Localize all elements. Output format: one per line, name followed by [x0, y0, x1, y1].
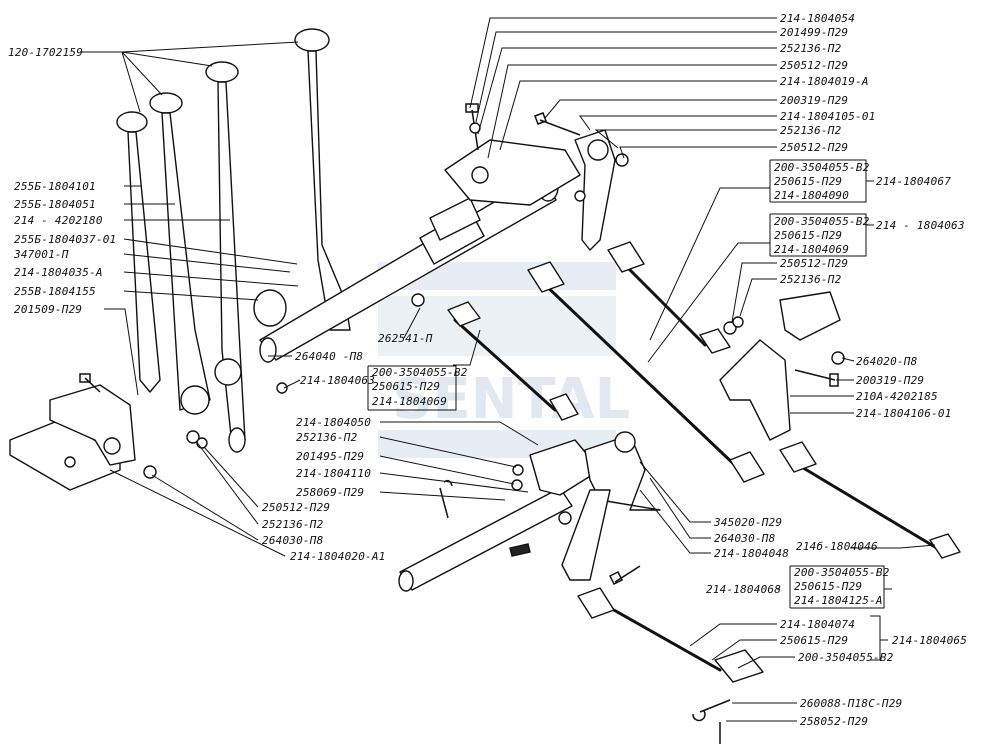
lower-shaft	[399, 487, 573, 591]
label-214-1804054: 214-1804054	[780, 12, 855, 25]
label-200-3504055-v2-g3: 200-3504055-В2	[794, 566, 890, 579]
label-252136-p2-top: 252136-П2	[780, 42, 842, 55]
label-200-3504055-v2-mid: 200-3504055-В2	[372, 366, 468, 379]
label-214-1804048: 214-1804048	[714, 547, 789, 560]
rods	[447, 241, 961, 683]
label-250615-p29-mid: 250615-П29	[372, 380, 440, 393]
lever-3	[205, 61, 246, 453]
label-252136-p2-mid: 252136-П2	[296, 431, 358, 444]
label-214-1804020-a1: 214-1804020-А1	[290, 550, 386, 563]
label-200-3504055-v2-g2: 200-3504055-В2	[774, 215, 870, 228]
lower-bolt	[608, 565, 641, 586]
label-214-1804069-mid: 214-1804069	[372, 395, 447, 408]
shaft-bushing	[429, 197, 481, 241]
label-214-1804125-a: 214-1804125-А	[794, 594, 883, 607]
bracket-hole	[103, 437, 121, 455]
label-214-1804065: 214-1804065	[892, 634, 967, 647]
label-264020-p8: 264020-П8	[856, 355, 918, 368]
label-214-1804050: 214-1804050	[296, 416, 371, 429]
label-252136-p2-top2: 252136-П2	[780, 124, 842, 137]
lower-bellcrank	[561, 489, 611, 581]
label-201495-p29: 201495-П29	[296, 450, 364, 463]
label-201509-p29: 201509-П29	[14, 303, 82, 316]
label-214-1804074: 214-1804074	[780, 618, 855, 631]
watermark: SENTAL	[378, 262, 630, 458]
lever-1	[116, 111, 161, 393]
lever-4	[294, 28, 351, 331]
label-250615-p29-g2: 250615-П29	[774, 229, 842, 242]
label-200-3504055-v2-g4: 200-3504055-В2	[798, 651, 894, 664]
label-255v-1804155: 255В-1804155	[14, 285, 96, 298]
label-200-3504055-v2-g1: 200-3504055-В2	[774, 161, 870, 174]
label-214-1804067: 214-1804067	[876, 175, 951, 188]
label-200319-p29-right: 200319-П29	[856, 374, 924, 387]
label-214-1804068: 214-1804068	[706, 583, 781, 596]
label-120-1702159: 120-1702159	[8, 46, 83, 59]
label-260088-p18s-p29: 260088-П18С-П29	[800, 697, 902, 710]
label-347001-p: 347001-П	[13, 248, 69, 261]
label-214-1804063-right: 214 - 1804063	[876, 219, 965, 232]
hardware	[143, 122, 845, 525]
label-258052-p29: 258052-П29	[800, 715, 868, 728]
label-250512-p29-top2: 250512-П29	[780, 141, 848, 154]
group-brackets	[367, 159, 892, 661]
label-210a-4202185: 210А-4202185	[856, 390, 938, 403]
label-214b-1804046: 214б-1804046	[796, 540, 878, 553]
label-250512-p29-right: 250512-П29	[780, 257, 848, 270]
leader-lines	[80, 17, 936, 722]
label-264040-p8: 264040 -П8	[295, 350, 363, 363]
label-252136-p2-low: 252136-П2	[262, 518, 324, 531]
label-264030-p8-right: 264030-П8	[714, 532, 776, 545]
label-214-1804090: 214-1804090	[774, 189, 849, 202]
label-250615-p29-g3: 250615-П29	[794, 580, 862, 593]
upper-right-bolt	[534, 112, 581, 136]
bracket-bolt	[79, 373, 101, 393]
label-214-4202180: 214 - 4202180	[14, 214, 103, 227]
upper-right-lever-eye	[587, 139, 609, 161]
part-labels: 120-1702159 255Б-1804101 255Б-1804051 21…	[8, 12, 967, 728]
label-262541-p: 262541-П	[378, 332, 433, 345]
label-214-1804069-g2: 214-1804069	[774, 243, 849, 256]
upper-bracket	[444, 139, 581, 206]
label-250512-p29-low: 250512-П29	[262, 501, 330, 514]
label-258069-p29: 258069-П29	[296, 486, 364, 499]
label-214-1804110: 214-1804110	[296, 467, 371, 480]
lever-2	[149, 92, 211, 415]
watermark-text: SENTAL	[392, 367, 630, 432]
key	[509, 543, 531, 557]
split-pin	[439, 479, 453, 519]
upper-right-lever	[574, 129, 616, 251]
lower-lever-eye	[614, 431, 636, 453]
label-214-1804019-a: 214-1804019-А	[780, 75, 869, 88]
right-lever-arm	[719, 339, 791, 441]
right-pedal-plate	[779, 291, 841, 341]
upper-bracket-hole	[471, 166, 489, 184]
right-bolt	[794, 369, 839, 387]
base-hole	[64, 456, 76, 468]
label-201499-p29: 201499-П29	[780, 26, 848, 39]
label-214-1804063-left: 214-1804063	[300, 374, 375, 387]
label-214-1804106-01: 214-1804106-01	[856, 407, 952, 420]
label-214-1804105-01: 214-1804105-01	[780, 110, 876, 123]
label-252136-p2-right: 252136-П2	[780, 273, 842, 286]
label-250615-p29-g1: 250615-П29	[774, 175, 842, 188]
label-250512-p29-top: 250512-П29	[780, 59, 848, 72]
parts	[9, 28, 961, 744]
lower-hub	[529, 439, 601, 496]
lower-shaft-end	[398, 570, 414, 592]
label-345020-p29: 345020-П29	[713, 516, 782, 529]
label-214-1804035-a: 214-1804035-А	[14, 266, 103, 279]
clevis-pin	[692, 699, 731, 722]
label-250615-p29-g4: 250615-П29	[780, 634, 848, 647]
label-264030-p8-low: 264030-П8	[262, 534, 324, 547]
label-255b-1804051: 255Б-1804051	[14, 198, 96, 211]
label-255b-1804101: 255Б-1804101	[14, 180, 96, 193]
label-255b-1804037-01: 255Б-1804037-01	[14, 233, 116, 246]
label-200319-p29-top: 200319-П29	[780, 94, 848, 107]
